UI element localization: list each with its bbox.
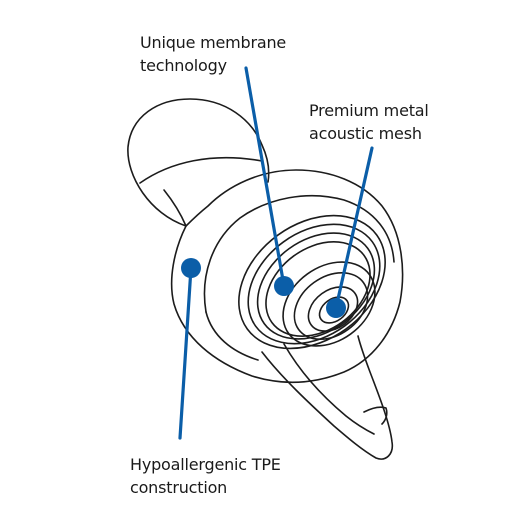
leader-line-membrane (244, 66, 286, 288)
membrane-ring-2 (247, 223, 381, 345)
callout-tpe-line2: construction (130, 478, 228, 497)
stem-inner-edge (283, 343, 375, 435)
callout-mesh-line1: Premium metal (309, 101, 429, 120)
membrane-ring-3 (256, 232, 376, 340)
earbud-illustration (127, 98, 404, 460)
callout-mesh-label: Premium metal acoustic mesh (309, 99, 429, 145)
nozzle-inner (307, 286, 359, 332)
leader-line-mesh (334, 146, 374, 310)
membrane-ring-4 (265, 241, 371, 337)
stem-outline (261, 335, 394, 460)
callout-leaders (178, 66, 374, 440)
stem-notch (363, 406, 388, 425)
leader-line-tpe (178, 266, 193, 440)
callout-tpe-label: Hypoallergenic TPE construction (130, 453, 281, 499)
callout-membrane-label: Unique membrane technology (140, 31, 286, 77)
callout-tpe-line1: Hypoallergenic TPE (130, 455, 281, 474)
membrane-ring-outer (238, 214, 386, 350)
ear-tip-inner-curve (139, 156, 263, 184)
ear-tip-fold (163, 189, 187, 227)
body-rim (203, 194, 395, 313)
dot-mesh (326, 298, 346, 318)
dot-tpe (181, 258, 201, 278)
body-rim-lower (205, 311, 259, 361)
callout-membrane-line1: Unique membrane (140, 33, 287, 52)
callout-dots (181, 258, 346, 318)
acoustic-mesh (318, 296, 350, 324)
nozzle-outer (282, 261, 376, 347)
ear-tip-outline (127, 98, 270, 227)
dot-membrane (274, 276, 294, 296)
callout-membrane-line2: technology (140, 56, 227, 75)
callout-mesh-line2: acoustic mesh (309, 124, 422, 143)
nozzle-lip (293, 271, 369, 341)
